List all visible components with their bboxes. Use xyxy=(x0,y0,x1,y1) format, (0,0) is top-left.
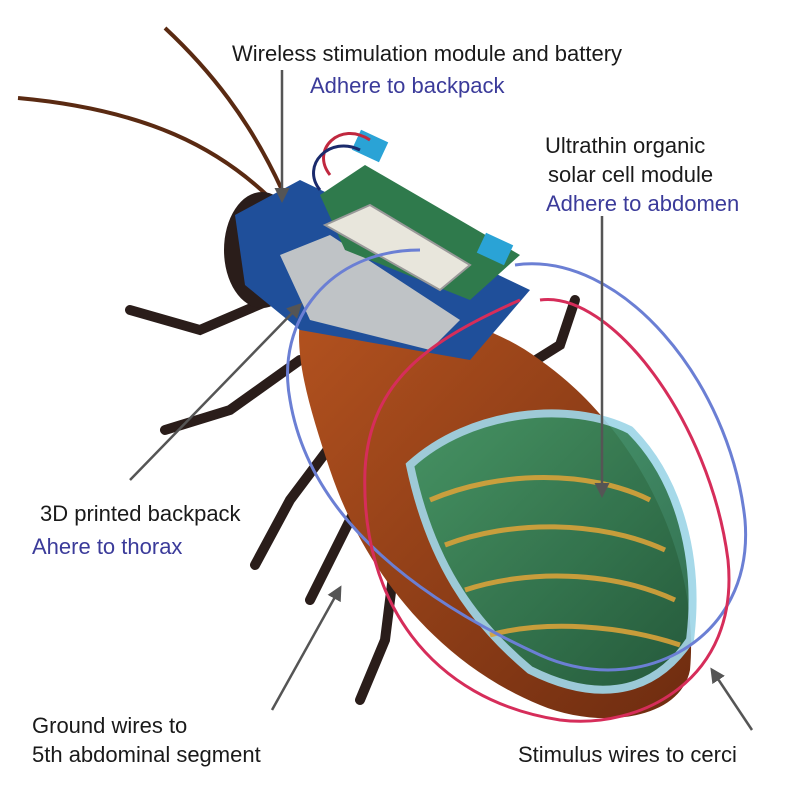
connector-right xyxy=(476,232,514,266)
arrow-icon xyxy=(710,667,754,731)
module-title: Wireless stimulation module and battery xyxy=(232,41,623,66)
module-wires xyxy=(322,132,371,176)
stimulus-wire-loop xyxy=(363,298,731,723)
solar-adhere-note: Adhere to abdomen xyxy=(546,191,740,216)
solar-cell-stripes xyxy=(429,475,681,648)
antenna-left xyxy=(17,96,272,200)
battery xyxy=(322,203,472,292)
arrow-icon xyxy=(129,302,303,481)
solar-title-line1: Ultrathin organic xyxy=(545,133,706,158)
antenna-right xyxy=(163,26,284,191)
module-adhere-note: Adhere to backpack xyxy=(310,73,505,98)
solar-title-line2: solar cell module xyxy=(548,162,714,187)
stimulus-wires-label: Stimulus wires to cerci xyxy=(518,742,737,767)
ground-wire-loop xyxy=(286,248,748,672)
ground-wires-line2: 5th abdominal segment xyxy=(32,742,261,767)
backpack-adhere-note: Ahere to thorax xyxy=(32,534,183,559)
connector-top xyxy=(351,129,389,163)
backpack-title: 3D printed backpack xyxy=(40,501,241,526)
arrow-icon xyxy=(270,585,342,711)
ground-wires-line1: Ground wires to xyxy=(32,713,188,738)
backpack-grill xyxy=(280,235,460,350)
